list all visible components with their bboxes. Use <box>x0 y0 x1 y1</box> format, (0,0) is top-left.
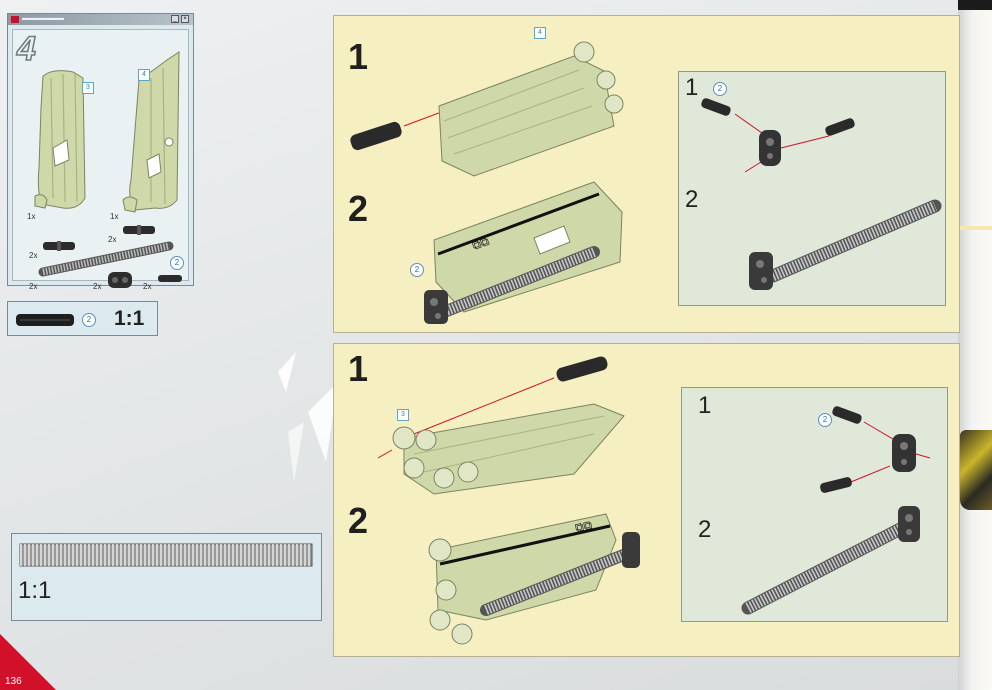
panel2-callout-3: 3 <box>397 409 409 421</box>
lego-logo-icon <box>11 16 19 23</box>
pin-part-image <box>43 241 75 251</box>
parts-list-window: ▬▬▬▬▬▬ _ × 4 3 4 1x 1x 2x <box>7 13 194 291</box>
panel1-sub-step1-illustration <box>701 98 855 173</box>
instruction-panel-2: 1 2 3 ⧉⧉ 1 2 2 <box>333 343 960 657</box>
qty-hose: 2x <box>29 282 38 291</box>
panel2-step-1: 1 <box>348 348 369 389</box>
svg-text:⧉⧉: ⧉⧉ <box>574 518 594 535</box>
next-page-figure-image <box>960 430 992 510</box>
parts-list-content: 4 3 4 1x 1x 2x 2x <box>12 29 189 291</box>
decorative-shards <box>278 352 338 482</box>
callout-3: 3 <box>82 82 94 94</box>
hose-scale-image <box>19 543 313 567</box>
panel1-step-1: 1 <box>348 36 369 77</box>
axle-scale-image <box>16 314 74 326</box>
panel2-step1-illustration <box>377 356 625 495</box>
panel2-sub-step-2: 2 <box>698 516 712 543</box>
minimize-icon: _ <box>171 15 179 23</box>
qty-panel-b: 1x <box>110 212 119 221</box>
qty-connector: 2x <box>93 282 102 291</box>
parts-step-number: 4 <box>16 29 36 69</box>
qty-panel-a: 1x <box>27 212 36 221</box>
panel2-sub-step-1: 1 <box>698 392 712 419</box>
qty-small-pin: 2x <box>143 282 152 291</box>
panel1-callout-4: 4 <box>534 27 546 39</box>
panel1-sub-panel: 1 2 2 <box>678 71 946 306</box>
axle-scale-box: 2 1:1 <box>7 301 158 336</box>
next-page-dark-strip <box>958 0 992 10</box>
panel1-sub-step-1: 1 <box>685 74 699 101</box>
qty-pin-left: 2x <box>29 251 38 260</box>
hose-scale-ratio: 1:1 <box>18 577 52 604</box>
instruction-panel-1: 1 2 4 ⧉⧉ 2 1 2 2 <box>333 15 960 333</box>
panel2-sub-step2-illustration <box>741 506 920 615</box>
ribbed-hose-image <box>38 241 174 277</box>
svg-text:⧉⧉: ⧉⧉ <box>470 234 491 253</box>
hose-scale-box: 1:1 <box>11 533 322 621</box>
panel2-sub-callout-2: 2 <box>818 413 832 427</box>
body-panel-b-image <box>122 51 180 213</box>
page-corner-red <box>0 634 56 690</box>
axle-scale-callout: 2 <box>82 313 96 327</box>
panel1-step-2: 2 <box>348 188 369 229</box>
panel1-step2-illustration: ⧉⧉ <box>424 181 623 324</box>
panel2-step2-illustration: ⧉⧉ <box>428 513 640 645</box>
pin-connector-image <box>108 272 132 288</box>
pin-part-image-2 <box>123 225 155 235</box>
panel1-callout-2: 2 <box>410 263 424 277</box>
parts-list-titlebar: ▬▬▬▬▬▬ _ × <box>8 14 193 25</box>
callout-4: 4 <box>138 69 150 81</box>
panel1-step1-illustration <box>350 41 624 177</box>
qty-pin-right: 2x <box>108 235 117 244</box>
titlebar-caption: ▬▬▬▬▬▬ <box>22 15 64 22</box>
close-icon: × <box>181 15 189 23</box>
panel2-sub-panel: 1 2 2 <box>681 387 948 622</box>
panel2-sub-step1-illustration <box>820 406 931 493</box>
next-page-edge <box>958 0 992 690</box>
body-panel-a-image <box>34 70 86 209</box>
next-page-band <box>958 226 992 230</box>
panel1-sub-callout-2: 2 <box>713 82 727 96</box>
callout-axle-2: 2 <box>170 256 184 270</box>
small-pin-image <box>158 275 182 282</box>
panel1-sub-step2-illustration <box>749 199 942 290</box>
axle-scale-ratio: 1:1 <box>114 307 145 330</box>
page-number: 136 <box>5 676 22 687</box>
panel1-sub-step-2: 2 <box>685 186 699 213</box>
panel2-step-2: 2 <box>348 500 369 541</box>
